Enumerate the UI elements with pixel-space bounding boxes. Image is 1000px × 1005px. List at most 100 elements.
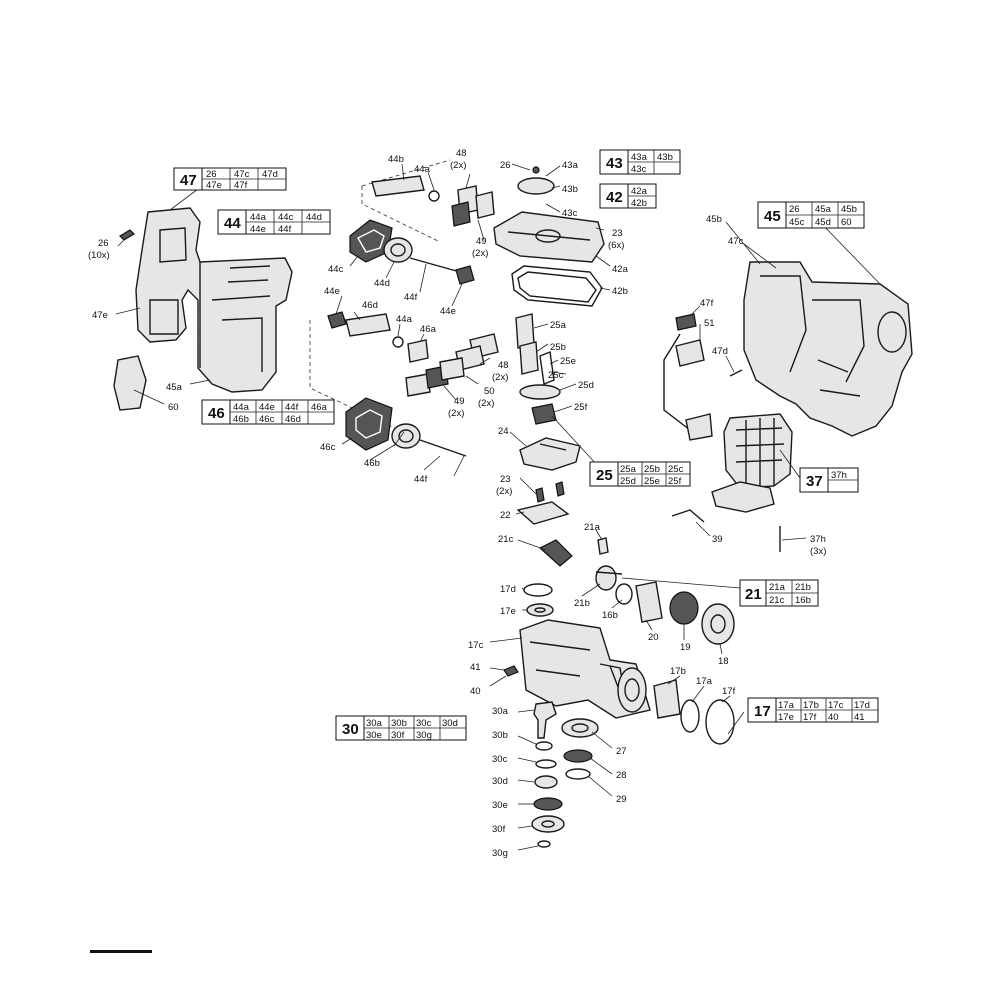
box-45-r2c2: 45d [815,217,831,228]
box-44-r2c2: 44f [278,224,292,235]
spring-25c [539,351,555,385]
label-23-top: 23 [612,228,623,239]
label-44c: 44c [328,264,344,275]
ring-17d [523,583,553,597]
label-45a: 45a [166,382,183,393]
box-45-r2c1: 45c [789,217,805,228]
box-45-r1c2: 45a [815,204,832,215]
label-40: 40 [470,686,481,697]
callout-17: 17 17a 17b 17c 17d 17e 17f 40 41 [747,697,879,723]
label-25c: 25c [548,370,564,381]
box-21-r2c1: 21c [769,595,785,606]
label-46a: 46a [420,324,437,335]
label-30f: 30f [492,824,506,835]
label-24: 24 [498,426,509,437]
box-42-r2c1: 42b [631,198,647,209]
label-48-lower: 48 [498,360,509,371]
part-21c [538,539,573,567]
box-45-r2c3: 60 [841,217,852,228]
label-50: 50 [484,386,495,397]
cover-42a [493,211,605,263]
label-21a: 21a [584,522,601,533]
label-44b: 44b [388,154,404,165]
screw-26-left [119,229,135,241]
label-2x-48-upper: (2x) [450,160,466,171]
label-2x-48-lower: (2x) [492,372,508,383]
label-30d: 30d [492,776,508,787]
box-30-r2c3: 30g [416,730,432,741]
callout-45: 45 26 45a 45b 45c 45d 60 [757,201,865,229]
brush-stick-46d [345,313,391,337]
box-46-r2c1: 46b [233,414,249,425]
box-30-r2c1: 30e [366,730,382,741]
label-44e-right: 44e [440,306,456,317]
box-30-r1c1: 30a [366,718,383,729]
box-46-r1c2: 44e [259,402,275,413]
label-25e: 25e [560,356,576,367]
label-30e: 30e [492,800,508,811]
box-30-r1c2: 30b [391,718,407,729]
label-43b: 43b [562,184,578,195]
bearing-28 [563,749,593,763]
bearing-18 [701,603,735,645]
wiring-harness [663,333,713,441]
circlip-17a [680,699,700,733]
label-16b: 16b [602,610,618,621]
label-44e-left: 44e [324,286,340,297]
label-25a: 25a [550,320,567,331]
bearing-30f [531,815,565,833]
box-43-r1c2: 43b [657,152,673,163]
box-46-r1c3: 44f [285,402,299,413]
ring-30c [535,759,557,769]
label-30c: 30c [492,754,508,765]
box-25-r1c3: 25c [668,464,684,475]
brush-holder-46c [345,397,393,451]
box-21-main: 21 [745,586,762,603]
label-44f-upper: 44f [404,292,418,303]
box-44-r2c1: 44e [250,224,266,235]
callout-46: 46 44a 44e 44f 46a 46b 46c 46d [201,399,335,425]
box-46-r2c2: 46c [259,414,275,425]
label-28: 28 [616,770,627,781]
bushing-30d [534,775,558,789]
label-42a: 42a [612,264,629,275]
washer-30b [535,741,553,751]
box-30-r2c2: 30f [391,730,405,741]
washer-17e [526,603,554,617]
callout-37: 37 37h [799,467,859,493]
label-21c: 21c [498,534,514,545]
label-20: 20 [648,632,659,643]
motor-stator-37 [723,413,793,489]
callout-42: 42 42a 42b [599,183,657,209]
right-housing-part [743,261,913,437]
box-46-main: 46 [208,405,225,422]
spindle-30a [533,701,557,739]
box-45-r1c1: 26 [789,204,800,215]
box-47-r1c3: 47d [262,169,278,180]
label-41: 41 [470,662,481,673]
label-19: 19 [680,642,691,653]
label-17d: 17d [500,584,516,595]
label-47c: 47c [728,236,744,247]
label-25b: 25b [550,342,566,353]
shaft-44f-lower [419,439,467,457]
pin-21a [597,537,609,555]
pin-47d [729,369,743,377]
label-27: 27 [616,746,627,757]
screw-41 [503,665,519,677]
label-30a: 30a [492,706,509,717]
label-39: 39 [712,534,723,545]
label-45b: 45b [706,214,722,225]
callout-47: 47 26 47c 47d 47e 47f [173,167,287,191]
brush-stick-44b [371,175,425,197]
label-46c: 46c [320,442,336,453]
label-37h: 37h [810,534,826,545]
callout-25: 25 25a 25b 25c 25d 25e 25f [589,461,691,487]
label-60: 60 [168,402,179,413]
box-44-r1c1: 44a [250,212,267,223]
label-26-left: 26 [98,238,109,249]
label-17e: 17e [500,606,516,617]
box-45-main: 45 [764,208,781,225]
box-25-r2c3: 25f [668,476,682,487]
